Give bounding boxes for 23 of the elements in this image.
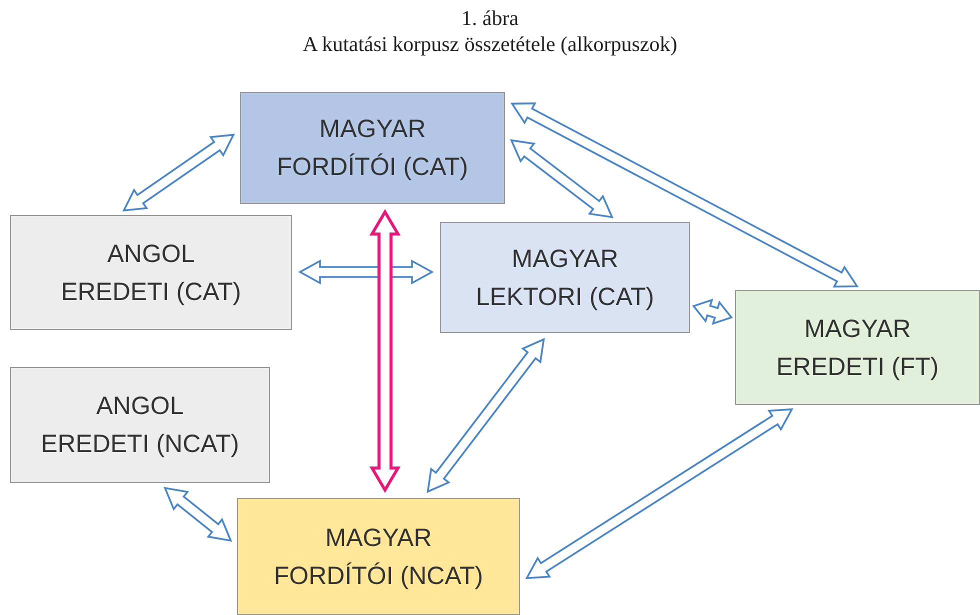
figure-title: A kutatási korpusz összetétele (alkorpuszok) [302,32,678,57]
double-arrow [122,134,235,212]
corpus-box [10,215,292,330]
corpus-label: ANGOL EREDETI (NCAT) [40,391,240,460]
corpus-label: MAGYAR EREDETI (FT) [775,314,940,382]
double-arrow [426,338,545,494]
double-arrow [510,102,859,288]
double-arrow [298,259,434,285]
corpus-box [240,92,505,204]
double-arrow [164,486,232,542]
double-arrow [510,139,614,218]
corpus-box [735,290,980,405]
double-arrow [525,408,794,580]
double-arrow [692,298,733,325]
corpus-box [237,498,520,615]
figure-number: 1. ábra [460,6,520,31]
corpus-label: MAGYAR LEKTORI (CAT) [474,244,656,312]
corpus-label: MAGYAR FORDÍTÓI (CAT) [276,114,470,183]
corpus-label: ANGOL EREDETI (CAT) [60,238,242,308]
corpus-label: MAGYAR FORDÍTÓI (NCAT) [272,522,484,592]
double-arrow [369,209,401,493]
corpus-box [10,367,270,483]
corpus-box [440,222,690,333]
